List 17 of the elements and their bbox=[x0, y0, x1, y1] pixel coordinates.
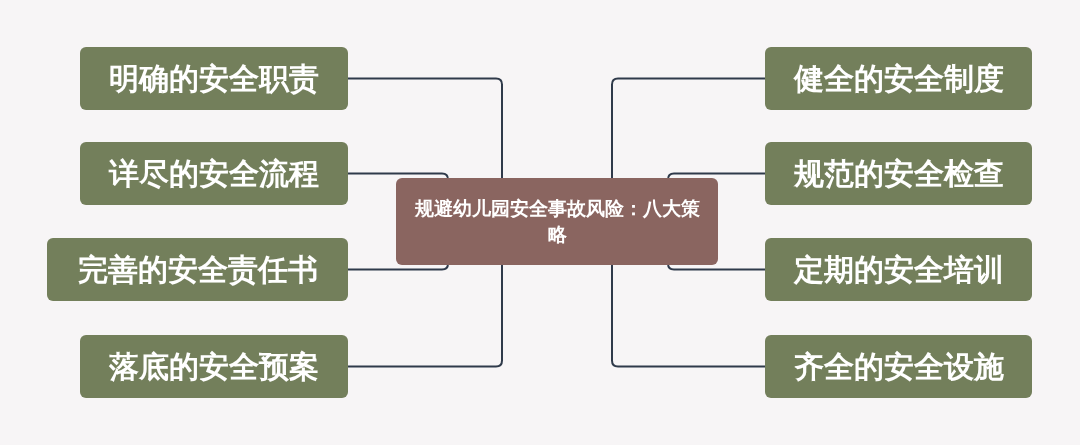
connector-line bbox=[611, 77, 766, 179]
branch-topic-box: 定期的安全培训 bbox=[765, 238, 1032, 301]
connector-line bbox=[667, 262, 766, 271]
connector-line bbox=[347, 77, 503, 179]
branch-topic-box: 详尽的安全流程 bbox=[80, 142, 348, 205]
branch-topic-box: 落底的安全预案 bbox=[80, 335, 348, 398]
connector-line bbox=[611, 264, 766, 368]
connector-line bbox=[667, 172, 766, 181]
connector-line bbox=[347, 262, 449, 271]
branch-topic-box: 完善的安全责任书 bbox=[47, 238, 348, 301]
connector-line bbox=[347, 172, 449, 181]
branch-topic-box: 规范的安全检查 bbox=[765, 142, 1032, 205]
connector-line bbox=[347, 264, 503, 368]
central-topic-box: 规避幼儿园安全事故风险：八大策略 bbox=[396, 178, 718, 265]
branch-topic-box: 健全的安全制度 bbox=[765, 47, 1032, 110]
branch-topic-box: 齐全的安全设施 bbox=[765, 335, 1032, 398]
branch-topic-box: 明确的安全职责 bbox=[80, 47, 348, 110]
